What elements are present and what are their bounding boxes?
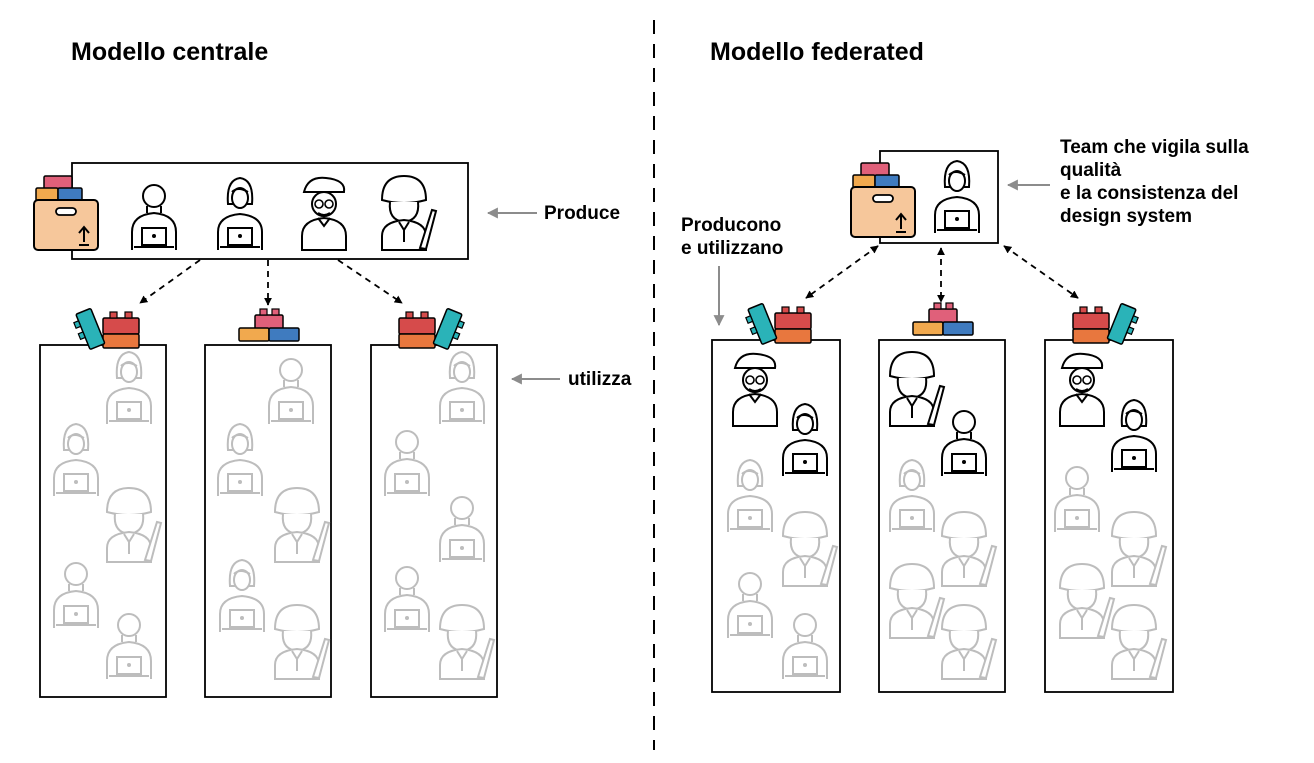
governance-team-label-line: qualità [1060, 160, 1122, 181]
team-column [370, 307, 498, 698]
brick-icon [912, 302, 974, 336]
governance-team-box [850, 150, 999, 244]
central-team-box [33, 162, 469, 260]
produce-and-use-label: Producono e utilizzano [681, 214, 783, 260]
governance-team-label-line: Team che vigila sulla [1060, 137, 1249, 158]
federated-model-title: Modello federated [710, 38, 924, 66]
governance-team-label: Team che vigila sulla qualità e la consi… [1060, 136, 1300, 228]
team-column [204, 308, 332, 698]
team-column [711, 302, 841, 693]
use-label: utilizza [568, 369, 632, 390]
team-column [878, 302, 1006, 693]
bidirectional-arrow [805, 245, 879, 299]
team-column [39, 307, 167, 698]
produce-label: Produce [544, 203, 621, 224]
dashed-arrow [139, 259, 201, 304]
brick-icon [238, 308, 300, 342]
produce-and-use-label-line: e utilizzano [681, 238, 784, 259]
produce-and-use-label-line: Producono [681, 215, 782, 236]
dashed-arrow [337, 259, 403, 304]
governance-team-label-line: e la consistenza del [1060, 183, 1239, 204]
central-model-title: Modello centrale [71, 38, 269, 66]
bidirectional-arrow [1003, 245, 1079, 299]
governance-team-label-line: design system [1060, 206, 1192, 227]
team-column [1044, 302, 1174, 693]
